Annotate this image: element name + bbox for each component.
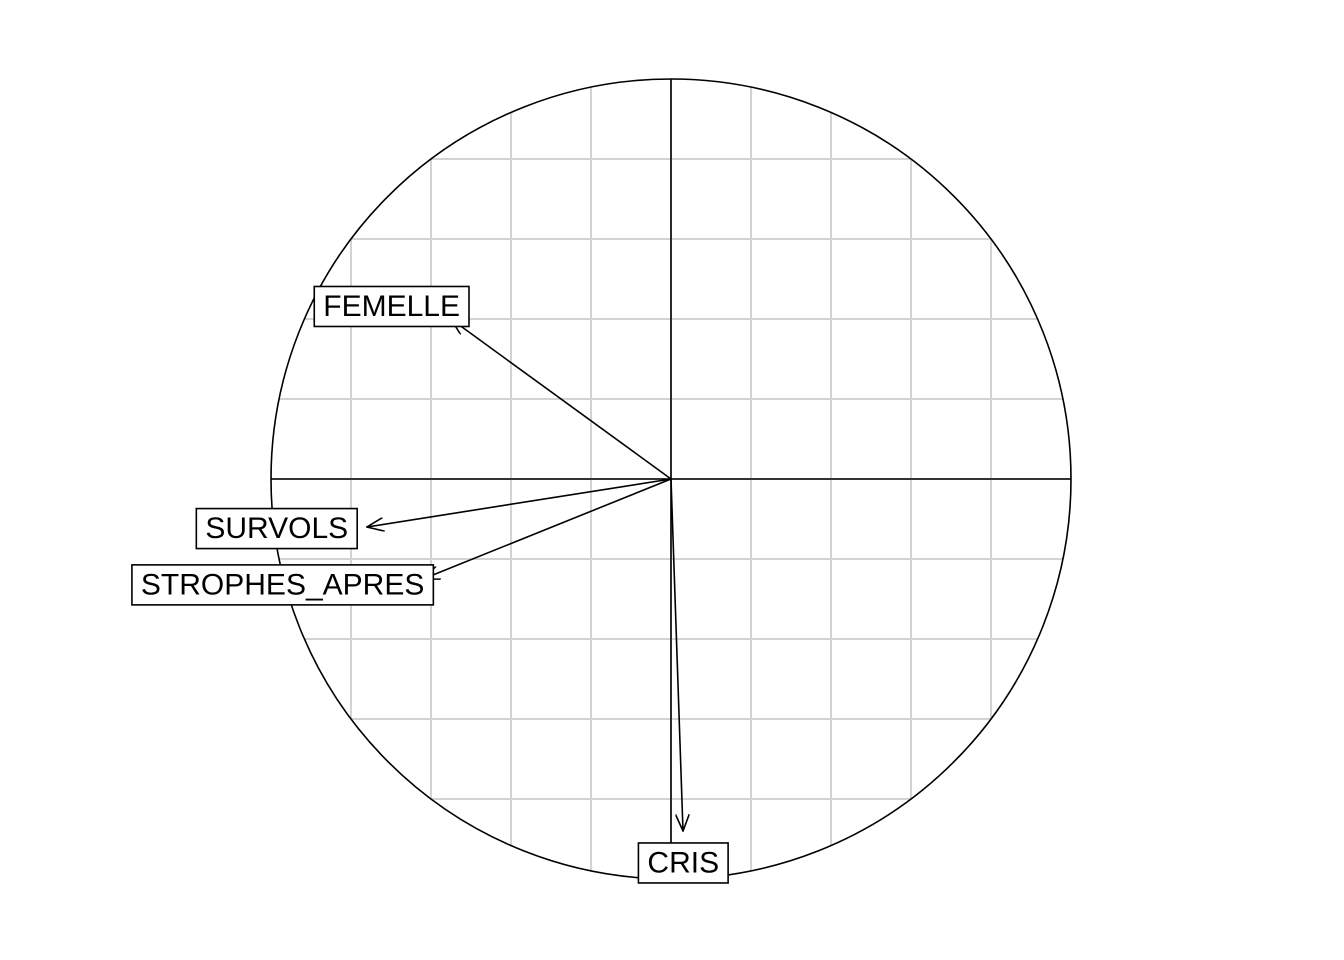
vector-label-box [637, 842, 729, 884]
vector-label: SURVOLS [195, 507, 358, 550]
vector-arrow [367, 478, 672, 527]
vector-label: CRIS [637, 842, 729, 884]
vector-arrow [451, 319, 672, 480]
vectors: FEMELLE SURVOLS STROPHES_APRES CRIS [131, 285, 729, 884]
vector-label-text: SURVOLS [205, 512, 348, 545]
vector-label-box [313, 285, 470, 328]
vector-label: FEMELLE [313, 285, 470, 328]
vector-label-text: STROPHES_APRES [141, 568, 424, 601]
vector-arrow [670, 478, 683, 831]
vector-label-box [195, 507, 358, 550]
vector-arrow [423, 478, 672, 579]
vector-label: STROPHES_APRES [131, 564, 435, 606]
vector-label-text: CRIS [647, 846, 719, 879]
vector-label-text: FEMELLE [323, 290, 460, 323]
vector-label-box [131, 564, 435, 606]
